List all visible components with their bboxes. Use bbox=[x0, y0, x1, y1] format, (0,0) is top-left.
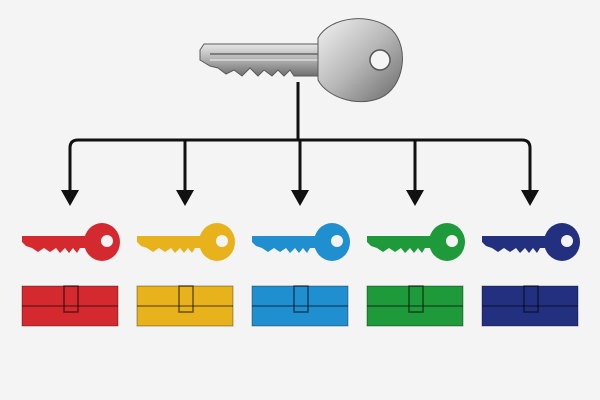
key-icon bbox=[482, 223, 580, 261]
cylinder-cam-slot bbox=[63, 285, 79, 313]
key-icon bbox=[367, 223, 465, 261]
cylinder-outline bbox=[366, 285, 464, 327]
master-key-icon bbox=[199, 18, 403, 103]
key-blade bbox=[482, 236, 546, 253]
arrow-down-icon bbox=[176, 190, 194, 206]
cylinder-outline bbox=[21, 285, 119, 327]
key-icon bbox=[137, 223, 235, 261]
lock-cylinder-icon bbox=[136, 285, 234, 327]
cylinder-outline bbox=[136, 285, 234, 327]
key-hole bbox=[101, 235, 113, 247]
cylinder-body bbox=[137, 286, 233, 326]
key-hole bbox=[561, 235, 573, 247]
key-icon bbox=[22, 223, 120, 261]
cylinder-outline bbox=[481, 285, 579, 327]
arrow-down-icon bbox=[521, 190, 539, 206]
cylinder-body bbox=[252, 286, 348, 326]
cylinder-cam-slot bbox=[408, 285, 424, 313]
lock-cylinder-icon bbox=[481, 285, 579, 327]
key-blade bbox=[252, 236, 316, 253]
key-icon bbox=[252, 223, 350, 261]
branch-connectors bbox=[61, 82, 539, 206]
lock-cylinder-icon bbox=[366, 285, 464, 327]
master-key-head bbox=[317, 18, 403, 103]
arrow-down-icon bbox=[406, 190, 424, 206]
cylinder-cam-slot bbox=[293, 285, 309, 313]
arrow-down-icon bbox=[61, 190, 79, 206]
key-hole bbox=[216, 235, 228, 247]
key-blade bbox=[367, 236, 431, 253]
cylinder-cam-slot bbox=[523, 285, 539, 313]
key-hole bbox=[331, 235, 343, 247]
arrow-down-icon bbox=[291, 190, 309, 206]
cylinder-cam-slot bbox=[178, 285, 194, 313]
lock-cylinder-icon bbox=[251, 285, 349, 327]
cylinder-body bbox=[367, 286, 463, 326]
key-blade bbox=[22, 236, 86, 253]
cylinder-outline bbox=[251, 285, 349, 327]
cylinder-body bbox=[482, 286, 578, 326]
key-blade bbox=[137, 236, 201, 253]
key-hole bbox=[446, 235, 458, 247]
branch-keys-and-locks bbox=[21, 223, 580, 327]
lock-cylinder-icon bbox=[21, 285, 119, 327]
cylinder-body bbox=[22, 286, 118, 326]
master-key-hole bbox=[369, 49, 391, 71]
